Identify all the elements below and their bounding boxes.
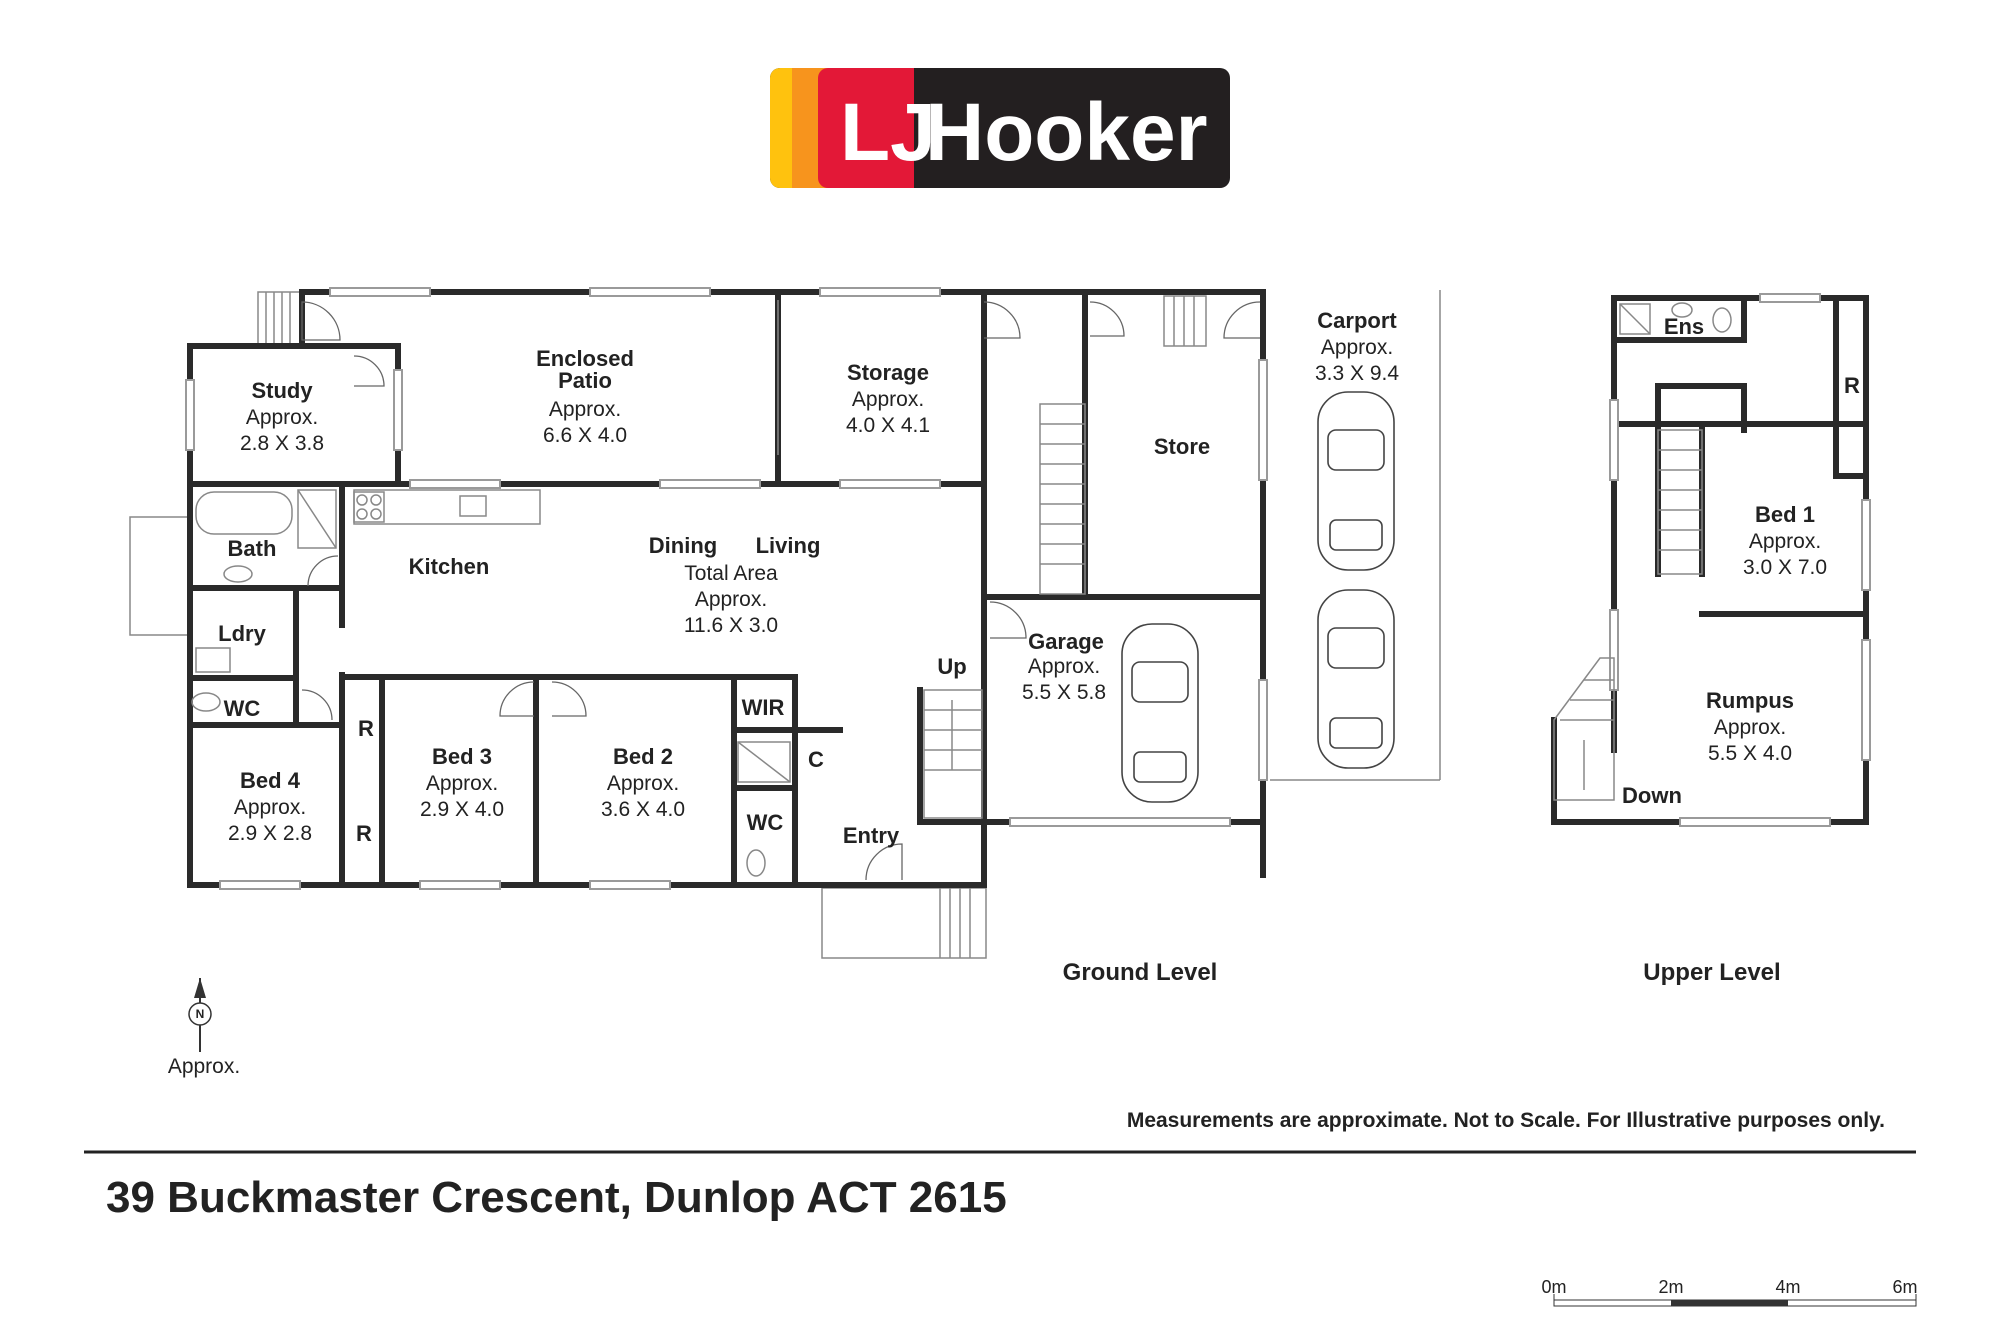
garage-approx: Approx. — [1028, 655, 1100, 678]
store-name: Store — [1154, 434, 1210, 459]
kitchen-name: Kitchen — [409, 554, 490, 579]
storage-approx: Approx. — [852, 388, 924, 411]
ground-stairs — [923, 295, 1207, 819]
svg-text:Hooker: Hooker — [925, 87, 1208, 178]
bed4-approx: Approx. — [234, 796, 306, 819]
robe-label-upper: R — [358, 716, 374, 741]
storage-name: Storage — [847, 360, 929, 385]
car-icon — [1317, 391, 1395, 571]
compass-north-letter: N — [196, 1007, 205, 1021]
disclaimer-text: Measurements are approximate. Not to Sca… — [1127, 1109, 1885, 1132]
carport-name: Carport — [1317, 308, 1397, 333]
dining-living-approx: Approx. — [695, 588, 767, 611]
scale-bar: 0m 2m 4m 6m — [1541, 1277, 1918, 1307]
ensuite-name: Ens — [1664, 314, 1704, 339]
study-name: Study — [251, 378, 313, 403]
wc-ground-left-name: WC — [224, 696, 261, 721]
scale-label-6m: 6m — [1892, 1277, 1917, 1297]
porch-steps — [257, 291, 303, 347]
patio-size: 6.6 X 4.0 — [543, 424, 627, 447]
cupboard-label: C — [808, 747, 824, 772]
ground-doors — [301, 300, 1261, 881]
scale-label-4m: 4m — [1775, 1277, 1800, 1297]
wir-name: WIR — [742, 695, 785, 720]
car-icon — [1121, 623, 1199, 803]
bath-name: Bath — [228, 536, 277, 561]
carport-size: 3.3 X 9.4 — [1315, 362, 1399, 385]
property-address: 39 Buckmaster Crescent, Dunlop ACT 2615 — [106, 1173, 1007, 1222]
carport-approx: Approx. — [1321, 336, 1393, 359]
bed3-size: 2.9 X 4.0 — [420, 798, 504, 821]
bed2-name: Bed 2 — [613, 744, 673, 769]
patio-name-line1: Enclosed — [536, 346, 634, 371]
study-size: 2.8 X 3.8 — [240, 432, 324, 455]
dining-living-size: 11.6 X 3.0 — [684, 614, 778, 637]
bed2-size: 3.6 X 4.0 — [601, 798, 685, 821]
rumpus-size: 5.5 X 4.0 — [1708, 742, 1792, 765]
upper-level-title: Upper Level — [1643, 959, 1780, 986]
side-deck — [129, 516, 191, 636]
living-label: Living — [756, 533, 821, 558]
ensuite-fixtures — [1619, 302, 1732, 335]
compass-icon: N — [188, 978, 212, 1052]
ground-fixtures — [191, 489, 791, 877]
dining-label: Dining — [649, 533, 717, 558]
scale-label-0m: 0m — [1541, 1277, 1566, 1297]
upper-level-plan: Ens R Bed 1 Approx. 3.0 X 7.0 Rumpus App… — [1551, 293, 1871, 986]
entry-steps — [821, 887, 987, 959]
wc-ground-right-name: WC — [747, 810, 784, 835]
bed4-name: Bed 4 — [240, 768, 301, 793]
entry-name: Entry — [843, 823, 900, 848]
carport-outline — [1270, 290, 1441, 781]
svg-text:LJ: LJ — [840, 87, 936, 178]
patio-name-line2: Patio — [558, 368, 612, 393]
garage-name: Garage — [1028, 629, 1104, 654]
dining-living-total: Total Area — [684, 562, 778, 585]
garage-size: 5.5 X 5.8 — [1022, 681, 1106, 704]
bed1-size: 3.0 X 7.0 — [1743, 556, 1827, 579]
study-approx: Approx. — [246, 406, 318, 429]
stairs-up-label: Up — [937, 654, 966, 679]
stairs-down-label: Down — [1622, 783, 1682, 808]
storage-size: 4.0 X 4.1 — [846, 414, 930, 437]
bed4-size: 2.9 X 2.8 — [228, 822, 312, 845]
robe-label-upper-level: R — [1844, 373, 1860, 398]
ground-windows — [185, 287, 1268, 890]
bed2-approx: Approx. — [607, 772, 679, 795]
car-icon — [1317, 589, 1395, 769]
bed1-name: Bed 1 — [1755, 502, 1815, 527]
ldry-name: Ldry — [218, 621, 266, 646]
bed1-approx: Approx. — [1749, 530, 1821, 553]
rumpus-name: Rumpus — [1706, 688, 1794, 713]
scale-label-2m: 2m — [1658, 1277, 1683, 1297]
compass-label: Approx. — [168, 1055, 240, 1078]
upper-stairs — [1553, 429, 1703, 801]
patio-approx: Approx. — [549, 398, 621, 421]
bed3-approx: Approx. — [426, 772, 498, 795]
ground-level-title: Ground Level — [1063, 959, 1218, 986]
ground-level-plan: Study Approx. 2.8 X 3.8 Enclosed Patio A… — [129, 287, 1441, 986]
bed3-name: Bed 3 — [432, 744, 492, 769]
rumpus-approx: Approx. — [1714, 716, 1786, 739]
robe-label-lower: R — [356, 821, 372, 846]
lj-hooker-logo: LJ Hooker — [770, 68, 1230, 188]
